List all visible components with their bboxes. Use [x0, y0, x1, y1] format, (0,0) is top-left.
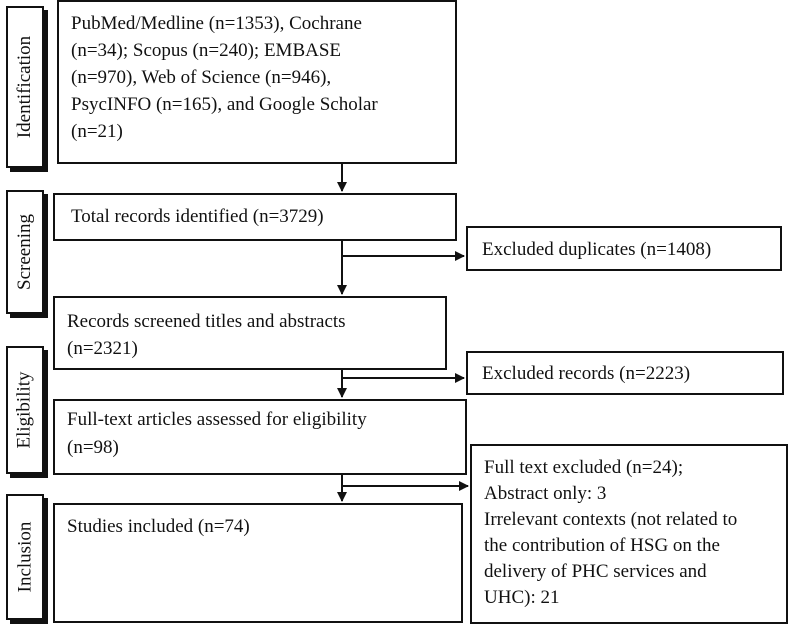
total-identified-box: Total records identified (n=3729): [53, 193, 457, 241]
excluded-records-text: Excluded records (n=2223): [482, 363, 691, 384]
stage-identification: Identification: [6, 6, 44, 168]
databases-line-4: PsycINFO (n=165), and Google Scholar: [71, 94, 378, 115]
fulltext-excluded-line-4: the contribution of HSG on the: [484, 535, 720, 556]
total-identified-text: Total records identified (n=3729): [71, 206, 324, 227]
databases-line-2: (n=34); Scopus (n=240); EMBASE: [71, 40, 342, 61]
stage-screening: Screening: [6, 190, 44, 314]
included-text: Studies included (n=74): [67, 516, 250, 537]
screened-line-1: Records screened titles and abstracts: [67, 311, 346, 332]
fulltext-excluded-box: Full text excluded (n=24); Abstract only…: [470, 444, 788, 624]
screened-line-2: (n=2321): [67, 338, 138, 359]
fulltext-assessed-line-2: (n=98): [67, 437, 119, 458]
stage-eligibility: Eligibility: [6, 346, 44, 474]
fulltext-excluded-line-2: Abstract only: 3: [484, 483, 607, 504]
fulltext-assessed-line-1: Full-text articles assessed for eligibil…: [67, 409, 367, 430]
fulltext-assessed-box: Full-text articles assessed for eligibil…: [53, 399, 467, 475]
databases-line-3: (n=970), Web of Science (n=946),: [71, 67, 332, 88]
excluded-duplicates-text: Excluded duplicates (n=1408): [482, 239, 712, 260]
databases-box: PubMed/Medline (n=1353), Cochrane (n=34)…: [57, 0, 457, 164]
screened-box: Records screened titles and abstracts (n…: [53, 296, 447, 370]
databases-line-1: PubMed/Medline (n=1353), Cochrane: [71, 13, 362, 34]
stage-inclusion: Inclusion: [6, 494, 44, 620]
excluded-duplicates-box: Excluded duplicates (n=1408): [466, 226, 782, 271]
excluded-records-box: Excluded records (n=2223): [466, 351, 784, 395]
included-box: Studies included (n=74): [53, 503, 463, 623]
fulltext-excluded-line-6: UHC): 21: [484, 587, 560, 608]
fulltext-excluded-line-3: Irrelevant contexts (not related to: [484, 509, 738, 530]
fulltext-excluded-line-1: Full text excluded (n=24);: [484, 457, 684, 478]
databases-line-5: (n=21): [71, 121, 123, 142]
fulltext-excluded-line-5: delivery of PHC services and: [484, 561, 707, 582]
